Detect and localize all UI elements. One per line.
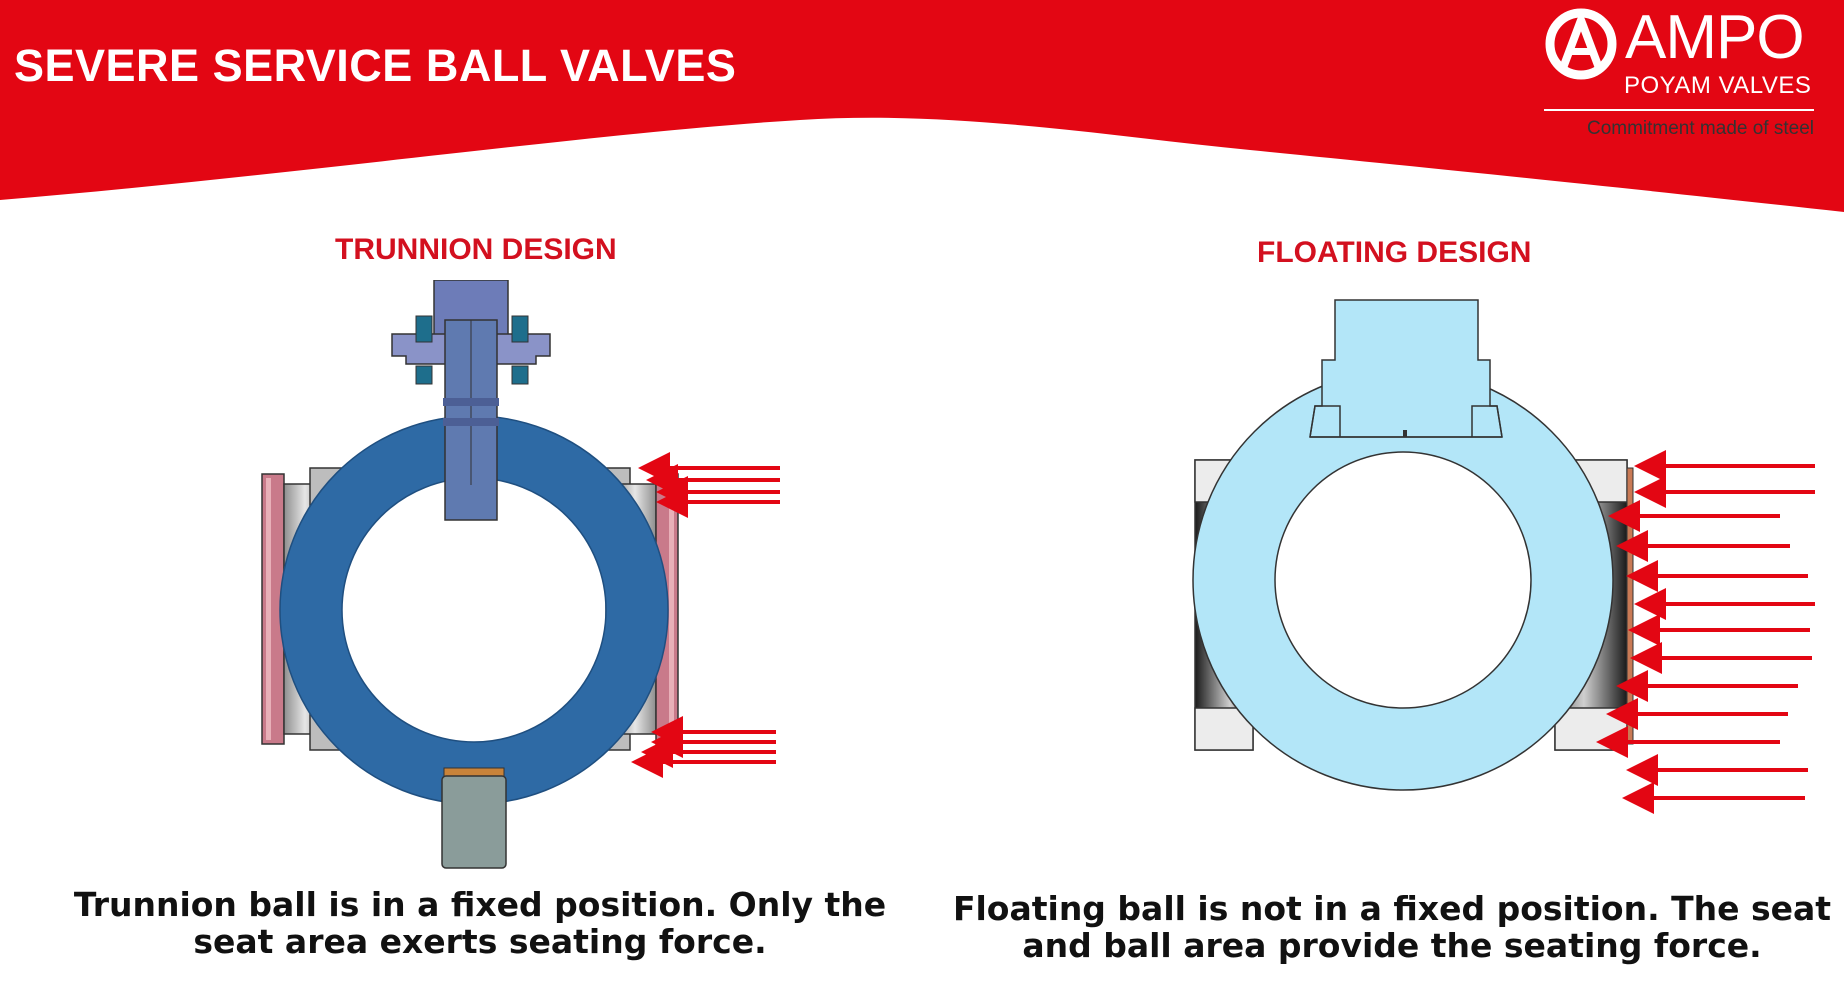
floating-pressure-arrows <box>1596 450 1815 814</box>
floating-stem <box>1309 299 1503 438</box>
logo-divider <box>1544 109 1814 111</box>
header-banner <box>0 0 1844 212</box>
floating-valve-diagram <box>1192 299 1815 814</box>
floating-title: FLOATING DESIGN <box>1257 236 1532 269</box>
logo-wordmark: AMPO <box>1625 3 1805 72</box>
trunnion-caption: Trunnion ball is in a fixed position. On… <box>20 886 940 960</box>
logo-subtitle: POYAM VALVES <box>1624 72 1812 99</box>
floating-caption-line1: Floating ball is not in a fixed position… <box>952 889 1832 928</box>
trunnion-pressure-arrows <box>631 452 780 778</box>
ampo-logo-icon <box>1545 8 1617 80</box>
trunnion-bottom-shaft <box>441 767 507 869</box>
floating-caption-line2: and ball area provide the seating force. <box>1022 926 1762 965</box>
logo-tagline: Commitment made of steel <box>1586 118 1814 139</box>
trunnion-title: TRUNNION DESIGN <box>335 233 617 266</box>
trunnion-caption-line2: seat area exerts seating force. <box>193 922 767 961</box>
page-title: SEVERE SERVICE BALL VALVES <box>14 40 737 91</box>
trunnion-caption-line1: Trunnion ball is in a fixed position. On… <box>73 885 887 924</box>
floating-caption: Floating ball is not in a fixed position… <box>940 890 1844 964</box>
trunnion-stem <box>391 280 551 521</box>
trunnion-valve-diagram <box>261 280 780 869</box>
